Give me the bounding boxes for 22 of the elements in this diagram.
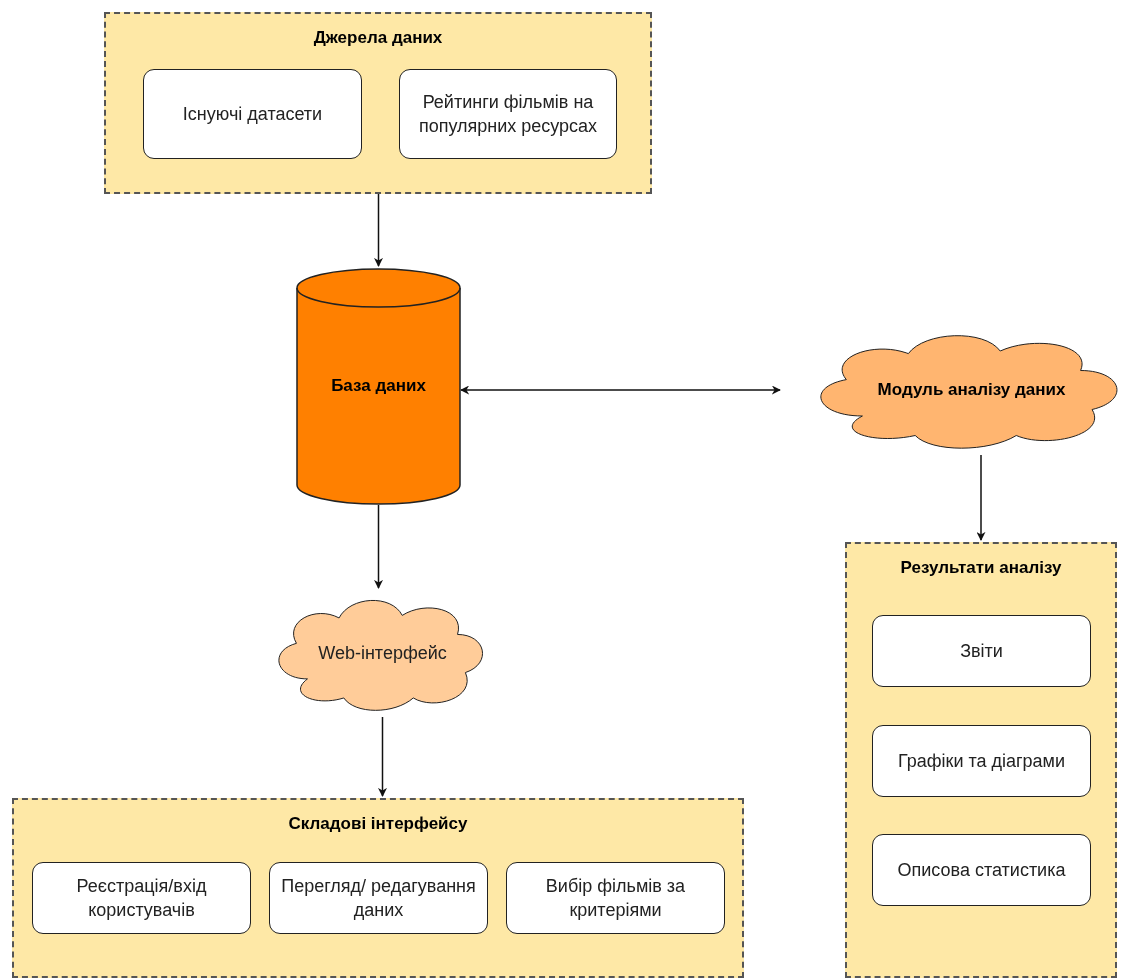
arrow (460, 385, 781, 395)
process-box: Описова статистика (872, 834, 1091, 906)
process-box: Звіти (872, 615, 1091, 687)
group-panel (845, 542, 1117, 978)
group-panel (12, 798, 744, 978)
arrow (976, 454, 986, 541)
group-panel (104, 12, 652, 194)
node-label: База даних (331, 375, 426, 398)
node-label: Web-інтерфейс (318, 642, 447, 666)
process-box: Рейтинги фільмів на популярних ресурсах (399, 69, 617, 159)
node-label: Модуль аналізу даних (877, 378, 1066, 401)
group-title: Результати аналізу (899, 558, 1063, 578)
process-box: Вибір фільмів за критеріями (506, 862, 725, 934)
arrow (374, 193, 383, 267)
arrow (378, 716, 387, 797)
process-box: Реєстрація/вхід користувачів (32, 862, 251, 934)
group-title: Джерела даних (312, 28, 444, 48)
process-box: Перегляд/ редагування даних (269, 862, 488, 934)
arrow (374, 504, 383, 589)
group-title: Складові інтерфейсу (287, 814, 469, 834)
process-box: Графіки та діаграми (872, 725, 1091, 797)
process-box: Існуючі датасети (143, 69, 362, 159)
